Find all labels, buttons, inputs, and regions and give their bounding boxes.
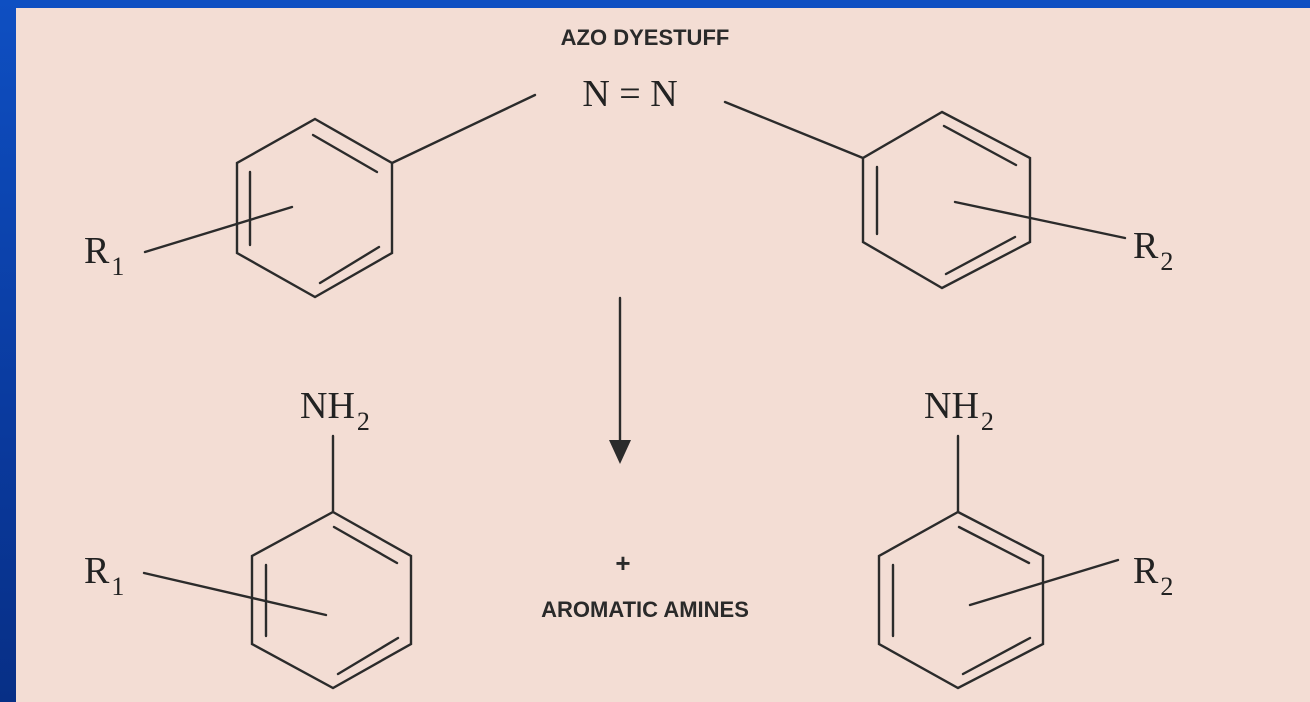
diagram-panel	[16, 8, 1310, 702]
bond-r2-top	[953, 200, 1127, 240]
substituent-r2-top: R2	[1133, 225, 1173, 276]
bond-r1-bottom	[142, 571, 328, 617]
bond-left-ring-to-n	[390, 93, 537, 165]
amine-label-right: NH2	[924, 385, 994, 436]
reaction-arrow	[609, 296, 631, 464]
diagram-title: AZO DYESTUFF	[561, 25, 730, 50]
substituent-r2-bottom: R2	[1133, 550, 1173, 601]
plus-sign: +	[615, 548, 630, 578]
benzene-ring-top-left	[235, 117, 394, 299]
substituent-r1-bottom: R1	[84, 550, 124, 601]
substituent-r1-top: R1	[84, 230, 124, 281]
azo-bond-label: N = N	[582, 73, 677, 115]
amine-label-left: NH2	[300, 385, 370, 436]
benzene-ring-bottom-left	[250, 510, 413, 690]
bond-r2-bottom	[968, 558, 1120, 607]
benzene-ring-top-right	[861, 110, 1032, 290]
products-label: AROMATIC AMINES	[541, 597, 749, 622]
bond-r1-top	[143, 205, 294, 254]
bond-n-to-right-ring	[723, 100, 865, 160]
benzene-ring-bottom-right	[877, 510, 1045, 690]
